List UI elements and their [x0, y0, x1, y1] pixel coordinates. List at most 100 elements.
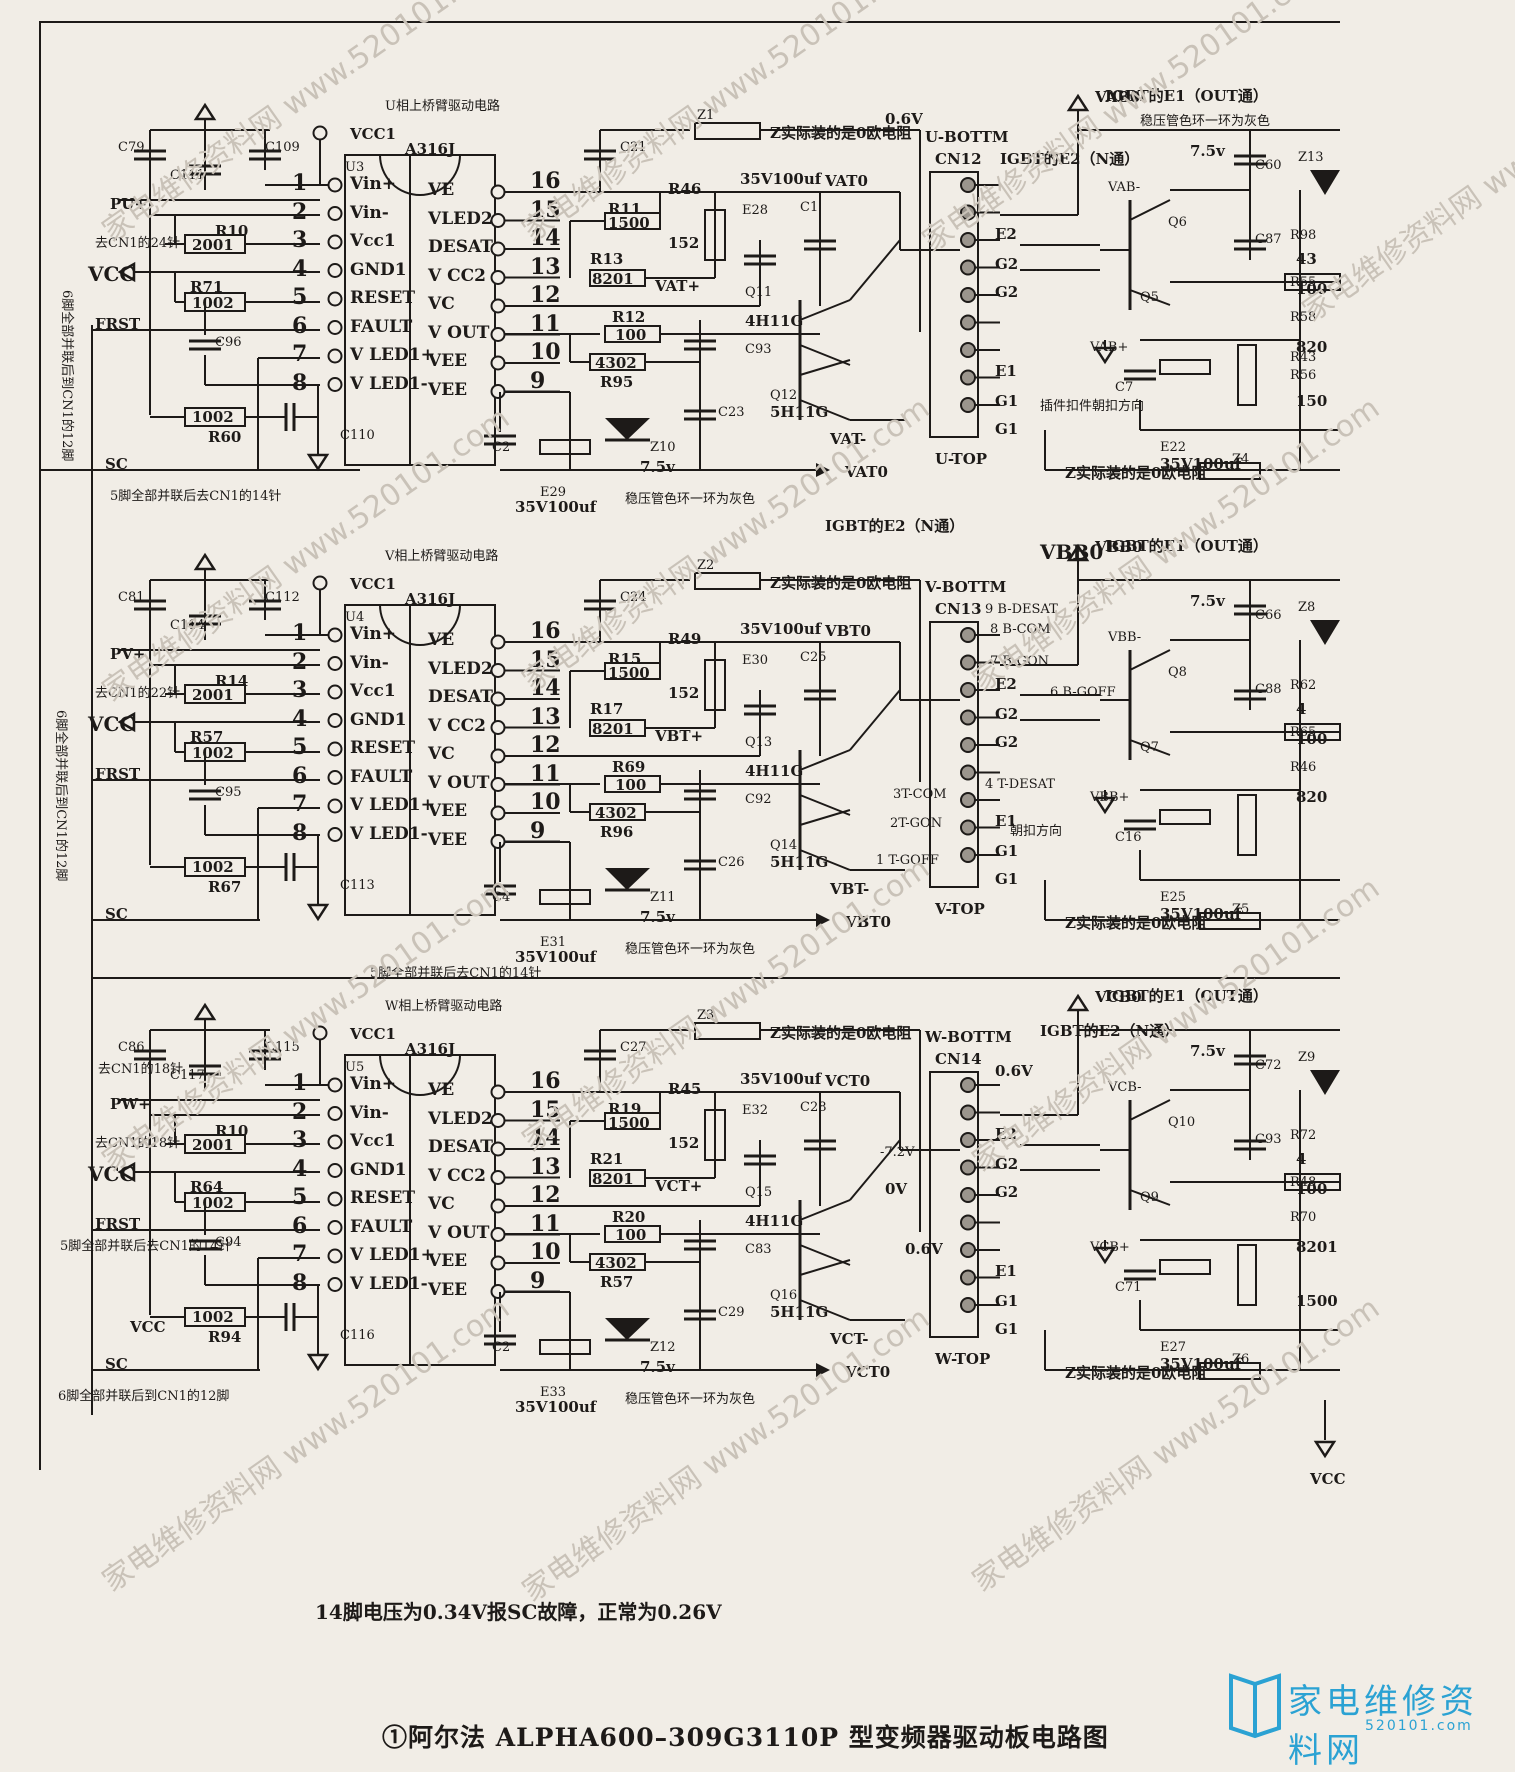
section-title: W相上桥臂驱动电路: [385, 999, 503, 1014]
res-ref: R60: [208, 428, 242, 446]
res-ref: R12: [612, 308, 646, 326]
pin-label: VEE: [428, 801, 468, 821]
res-value: 100: [615, 326, 647, 344]
vat-label: VCT0: [825, 1072, 871, 1090]
voltage-label: 0V: [885, 1180, 908, 1198]
pin-number: 13: [530, 1153, 561, 1180]
pin-number: 11: [530, 310, 561, 337]
res-value: 100: [1296, 280, 1328, 298]
voltage-label: 0.6V: [995, 1062, 1033, 1080]
zener-ref: Z11: [650, 890, 676, 905]
elec-ref: E28: [742, 203, 769, 218]
igbt-label: IGBT的E1（OUT通）: [1105, 987, 1268, 1005]
vbp-label: VBB+: [1090, 790, 1130, 805]
res-ref: R95: [600, 373, 634, 391]
cap-ref: C25: [800, 650, 827, 665]
cap-ref: C72: [1255, 1058, 1282, 1073]
pin-label: DESAT: [428, 687, 493, 707]
connector-ref: CN14: [935, 1050, 982, 1068]
electrolytic-cap: [539, 889, 591, 905]
sc-label: SC: [105, 905, 128, 923]
connector-pin-label: 1 T-GOFF: [876, 853, 939, 868]
z-ref: Z8: [1298, 600, 1316, 615]
res-value: 1002: [192, 858, 234, 876]
res-ref: R49: [668, 630, 702, 648]
pin-number: 8: [292, 819, 308, 846]
cap-ref: C21: [620, 140, 647, 155]
pin-number: 6: [292, 312, 308, 339]
connector-pin: [960, 847, 976, 863]
wire: [799, 359, 851, 376]
res-value: 8201: [1296, 1238, 1338, 1256]
cap-ref: C110: [340, 428, 375, 443]
connector-pin: [960, 369, 976, 386]
zener-note: 稳压管色环一环为灰色: [1140, 114, 1271, 129]
vat-label: VAT+: [655, 277, 701, 295]
figure-caption: ①阿尔法 ALPHA600–309G3110P 型变频器驱动板电路图: [382, 1723, 1109, 1752]
frst-label: FRST: [95, 765, 141, 783]
cap-ref: C7: [1115, 380, 1134, 395]
connector-top: U-TOP: [935, 450, 988, 468]
cap-ref: C88: [1255, 682, 1282, 697]
connector-side-label: G2: [995, 1155, 1019, 1173]
connector-body: [929, 171, 979, 438]
wire: [799, 749, 851, 771]
cap-value: 35V100uf: [515, 948, 597, 966]
pin-label: VC: [428, 744, 455, 764]
elec-ref: E27: [1160, 1340, 1187, 1355]
res-value: 2001: [192, 1136, 234, 1154]
res-value: 4302: [595, 354, 637, 372]
zener-note: 稳压管色环一环为灰色: [625, 1392, 756, 1407]
pin-circle: [490, 384, 506, 399]
zener-note: 稳压管色环一环为灰色: [625, 492, 756, 507]
q-ref: Q6: [1168, 215, 1187, 230]
pin-label: RESET: [350, 738, 415, 758]
pin-circle: [327, 348, 343, 364]
q-ref: Q13: [745, 735, 773, 750]
connector-side-label: E1: [995, 812, 1017, 830]
wire: [799, 399, 851, 421]
cap-ref: C29: [718, 1305, 745, 1320]
pin-number: 7: [292, 791, 308, 817]
pin-circle: [327, 656, 343, 671]
resistor: [694, 1022, 761, 1040]
ic-body: [344, 1054, 496, 1366]
plug-direction: 朝扣方向: [1010, 824, 1063, 839]
connector-side-label: G2: [995, 283, 1019, 301]
frst-label: FRST: [95, 1215, 141, 1233]
pin-number: 16: [530, 1068, 561, 1094]
supply-arrow: [193, 552, 217, 571]
pin-number: 6: [292, 1212, 308, 1239]
frst-label: FRST: [95, 315, 141, 333]
pin-number: 12: [530, 282, 561, 308]
res-ref: R19: [608, 1100, 642, 1118]
res-ref: R96: [600, 823, 634, 841]
pin-label: VEE: [428, 351, 468, 371]
res-value: 1500: [608, 214, 650, 232]
cap-ref: C66: [1255, 608, 1282, 623]
z-ref: Z9: [1298, 1050, 1316, 1065]
res-value: 1002: [192, 294, 234, 312]
pin-number: 14: [530, 1125, 561, 1151]
wire: [1129, 1099, 1171, 1121]
resistor: [1199, 462, 1261, 480]
res-ref: R98: [1290, 228, 1317, 243]
res-ref: R46: [1290, 760, 1317, 775]
pin-circle: [490, 805, 506, 821]
pin-circle: [327, 1191, 343, 1207]
pin-label: V LED1-: [350, 1273, 428, 1294]
pin-circle: [490, 777, 506, 792]
res-value: 2001: [192, 686, 234, 704]
connector-pin: [960, 819, 976, 836]
res-ref: R94: [208, 1328, 242, 1346]
electrolytic-cap: [539, 1339, 591, 1355]
res-value: 4: [1296, 1150, 1307, 1168]
res-ref: R62: [1290, 678, 1317, 693]
left-note-vertical: 6脚全部并联后到CN1的12脚: [59, 290, 74, 462]
connector-pin-label: 8 B-COM: [990, 622, 1051, 637]
zener-ref: Z10: [650, 440, 676, 455]
res-value: 820: [1296, 788, 1328, 806]
pin-circle: [490, 691, 506, 707]
connector-side-label: E1: [995, 1262, 1017, 1280]
supply-arrow: [1066, 993, 1090, 1012]
